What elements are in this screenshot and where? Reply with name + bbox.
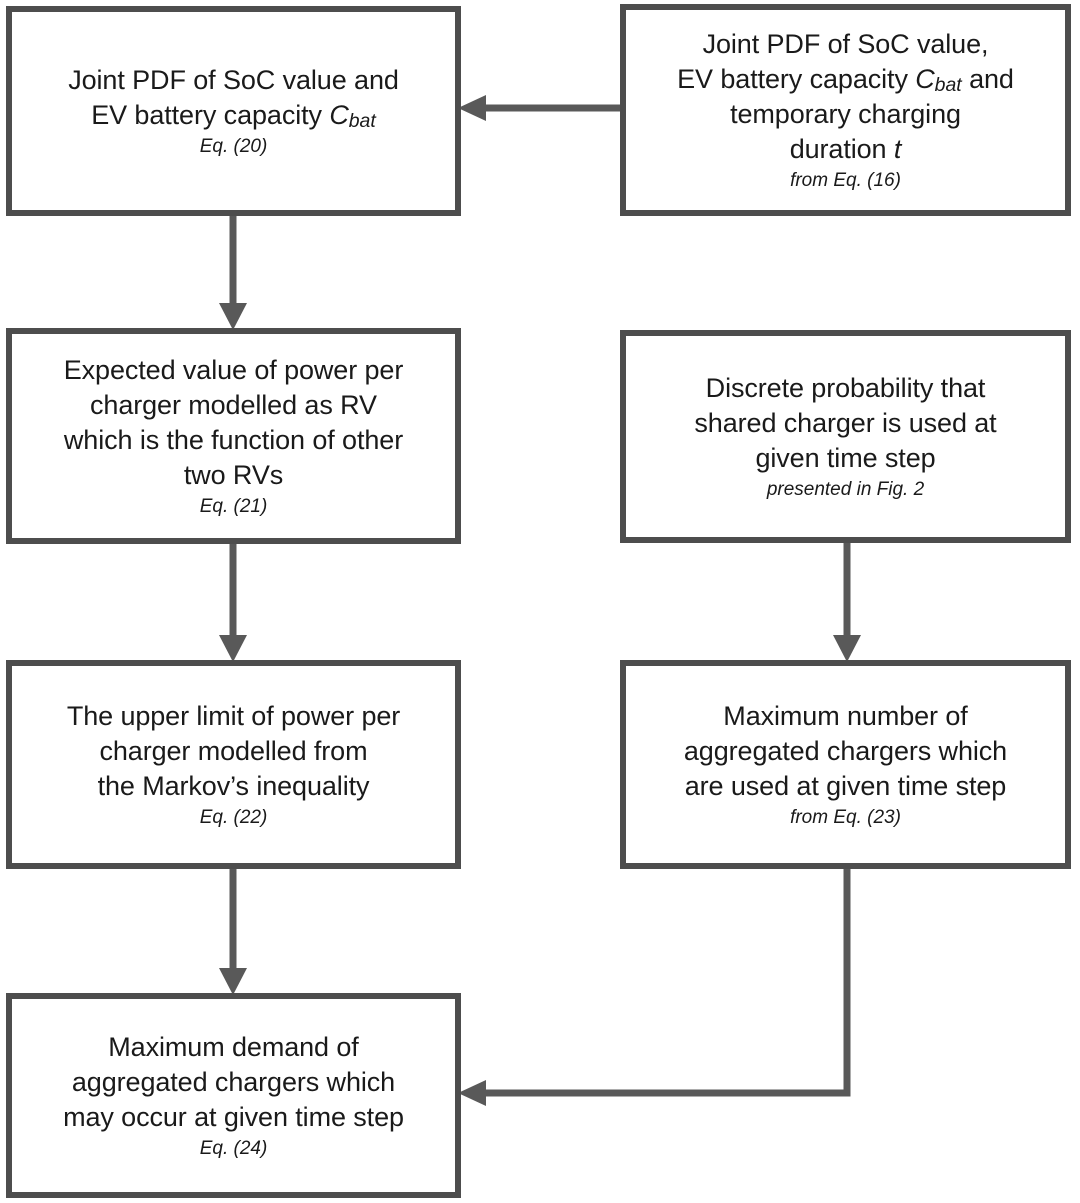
symbol-c-bat: Cbat [329, 100, 376, 133]
node-discrete-probability-shared-charger[interactable]: Discrete probability that shared charger… [620, 330, 1071, 543]
node-2-equation-ref: from Eq. (16) [790, 170, 901, 192]
node-7-text: Maximum demand of aggregated chargers wh… [63, 1031, 404, 1133]
node-5-equation-ref: Eq. (22) [199, 807, 268, 829]
node-6-text: Maximum number of aggregated chargers wh… [683, 700, 1008, 802]
symbol-t: t [893, 134, 902, 165]
node-1-equation-ref: Eq. (20) [199, 136, 268, 158]
node-6-equation-ref: from Eq. (23) [790, 807, 901, 829]
node-3-text: Expected value of power per charger mode… [63, 354, 404, 491]
node-maximum-number-aggregated-chargers[interactable]: Maximum number of aggregated chargers wh… [620, 660, 1071, 869]
node-4-figure-ref: presented in Fig. 2 [766, 479, 925, 501]
node-3-equation-ref: Eq. (21) [199, 496, 268, 518]
node-upper-limit-power-per-charger[interactable]: The upper limit of power per charger mod… [6, 660, 461, 869]
node-expected-value-power-per-charger[interactable]: Expected value of power per charger mode… [6, 328, 461, 544]
symbol-c-bat: Cbat [915, 64, 962, 97]
node-2-text: Joint PDF of SoC value,EV battery capaci… [677, 28, 1014, 165]
node-7-equation-ref: Eq. (24) [199, 1138, 268, 1160]
node-5-text: The upper limit of power per charger mod… [66, 700, 401, 802]
node-4-text: Discrete probability that shared charger… [694, 372, 997, 474]
node-maximum-demand-aggregated-chargers[interactable]: Maximum demand of aggregated chargers wh… [6, 993, 461, 1198]
node-joint-pdf-soc-capacity-duration[interactable]: Joint PDF of SoC value,EV battery capaci… [620, 4, 1071, 216]
